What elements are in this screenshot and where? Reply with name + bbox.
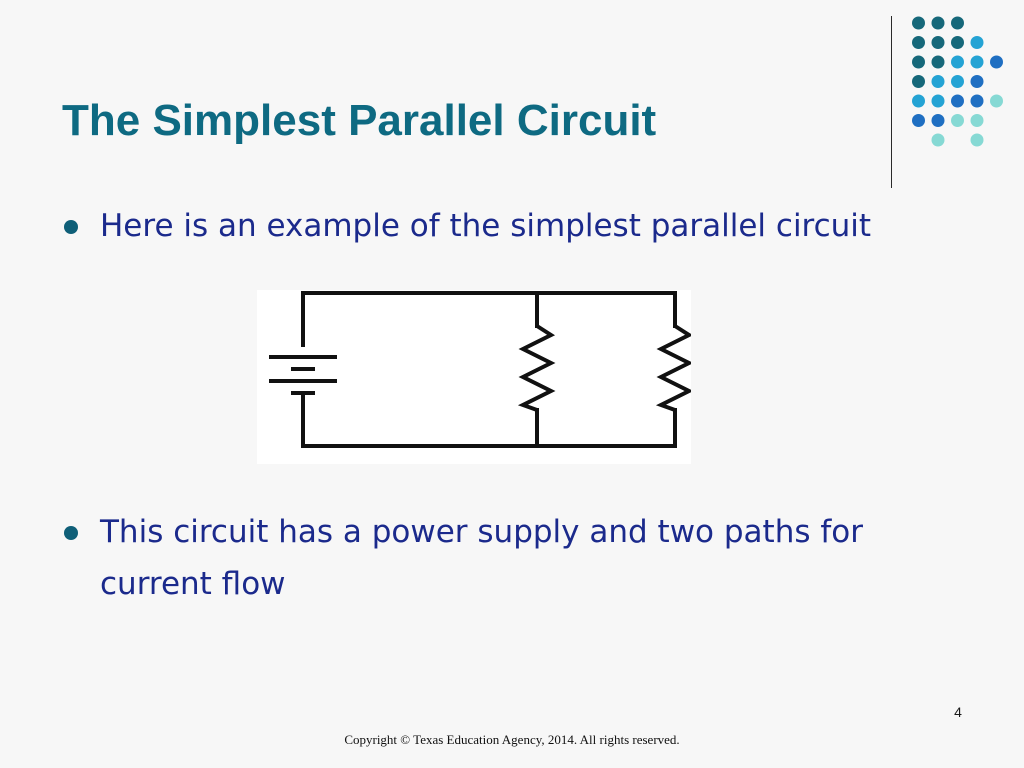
slide-number: 4 (954, 704, 962, 720)
decorative-dot (912, 114, 925, 127)
decorative-dot (970, 94, 984, 108)
decorative-dot (931, 55, 945, 69)
bullet-item: This circuit has a power supply and two … (62, 506, 962, 610)
battery-icon (269, 355, 337, 395)
bullet-marker-icon (64, 220, 78, 234)
bullet-item: Here is an example of the simplest paral… (62, 200, 962, 252)
decorative-dot (912, 16, 925, 30)
decorative-dot (931, 94, 945, 108)
circuit-wire (301, 391, 677, 448)
decorative-dot (951, 114, 964, 127)
decorative-dot (970, 36, 984, 49)
decorative-dot-grid (912, 16, 1003, 147)
decorative-dot (912, 36, 925, 49)
decorative-dot (912, 75, 925, 88)
resistor-icon (517, 324, 556, 412)
decorative-dot (951, 94, 964, 108)
decorative-dot (951, 55, 964, 69)
decorative-dot (951, 75, 964, 88)
decorative-dot (990, 94, 1003, 108)
decorative-dot (990, 55, 1003, 69)
decorative-dot (912, 55, 925, 69)
resistor-icon (655, 324, 691, 412)
bullet-text: This circuit has a power supply and two … (100, 514, 863, 602)
decorative-dot (931, 36, 945, 49)
decorative-dot (951, 36, 964, 49)
copyright-footer: Copyright © Texas Education Agency, 2014… (344, 732, 680, 747)
decorative-dot (951, 16, 964, 30)
decorative-dot (931, 75, 945, 88)
slide-title: The Simplest Parallel Circuit (62, 96, 657, 145)
bullet-text: Here is an example of the simplest paral… (100, 208, 872, 244)
vertical-divider (891, 16, 892, 188)
decorative-dot (912, 94, 925, 108)
bullet-marker-icon (64, 526, 78, 540)
decorative-dot (970, 133, 984, 147)
circuit-wire (301, 291, 677, 347)
decorative-dot (931, 16, 945, 30)
decorative-dot (970, 55, 984, 69)
decorative-dot (970, 75, 984, 88)
decorative-dot (931, 133, 945, 147)
parallel-circuit-diagram (257, 290, 691, 464)
decorative-dot (931, 114, 945, 127)
decorative-dot (970, 114, 984, 127)
